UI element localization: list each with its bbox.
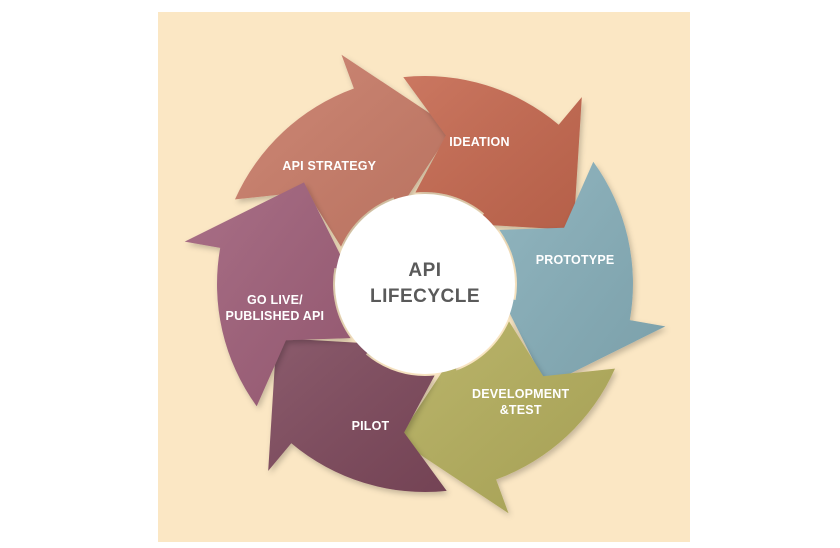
- segment-shading-ideation: [403, 75, 582, 230]
- label-go-live-line1: GO LIVE/: [247, 293, 303, 307]
- cycle-segments: [184, 54, 666, 514]
- label-api-strategy-line1: API STRATEGY: [282, 159, 376, 173]
- stage-labels: API STRATEGY IDEATION PROTOTYPE DEVELOPMENT…: [226, 135, 615, 433]
- label-development-test-line1: DEVELOPMENT: [472, 387, 570, 401]
- label-go-live-line2: PUBLISHED API: [226, 309, 325, 323]
- segment-shading-pilot: [268, 338, 447, 493]
- segment-shading-prototype: [499, 161, 666, 386]
- label-development-test-line2: &TEST: [500, 403, 542, 417]
- label-ideation-line1: IDEATION: [449, 135, 509, 149]
- center-title-line1: API: [408, 260, 441, 281]
- segment-shading-go-live: [184, 182, 351, 407]
- center-circle: [335, 194, 515, 374]
- label-pilot-line1: PILOT: [352, 419, 390, 433]
- label-prototype-line1: PROTOTYPE: [536, 253, 615, 267]
- center-title-line2: LIFECYCLE: [370, 286, 480, 307]
